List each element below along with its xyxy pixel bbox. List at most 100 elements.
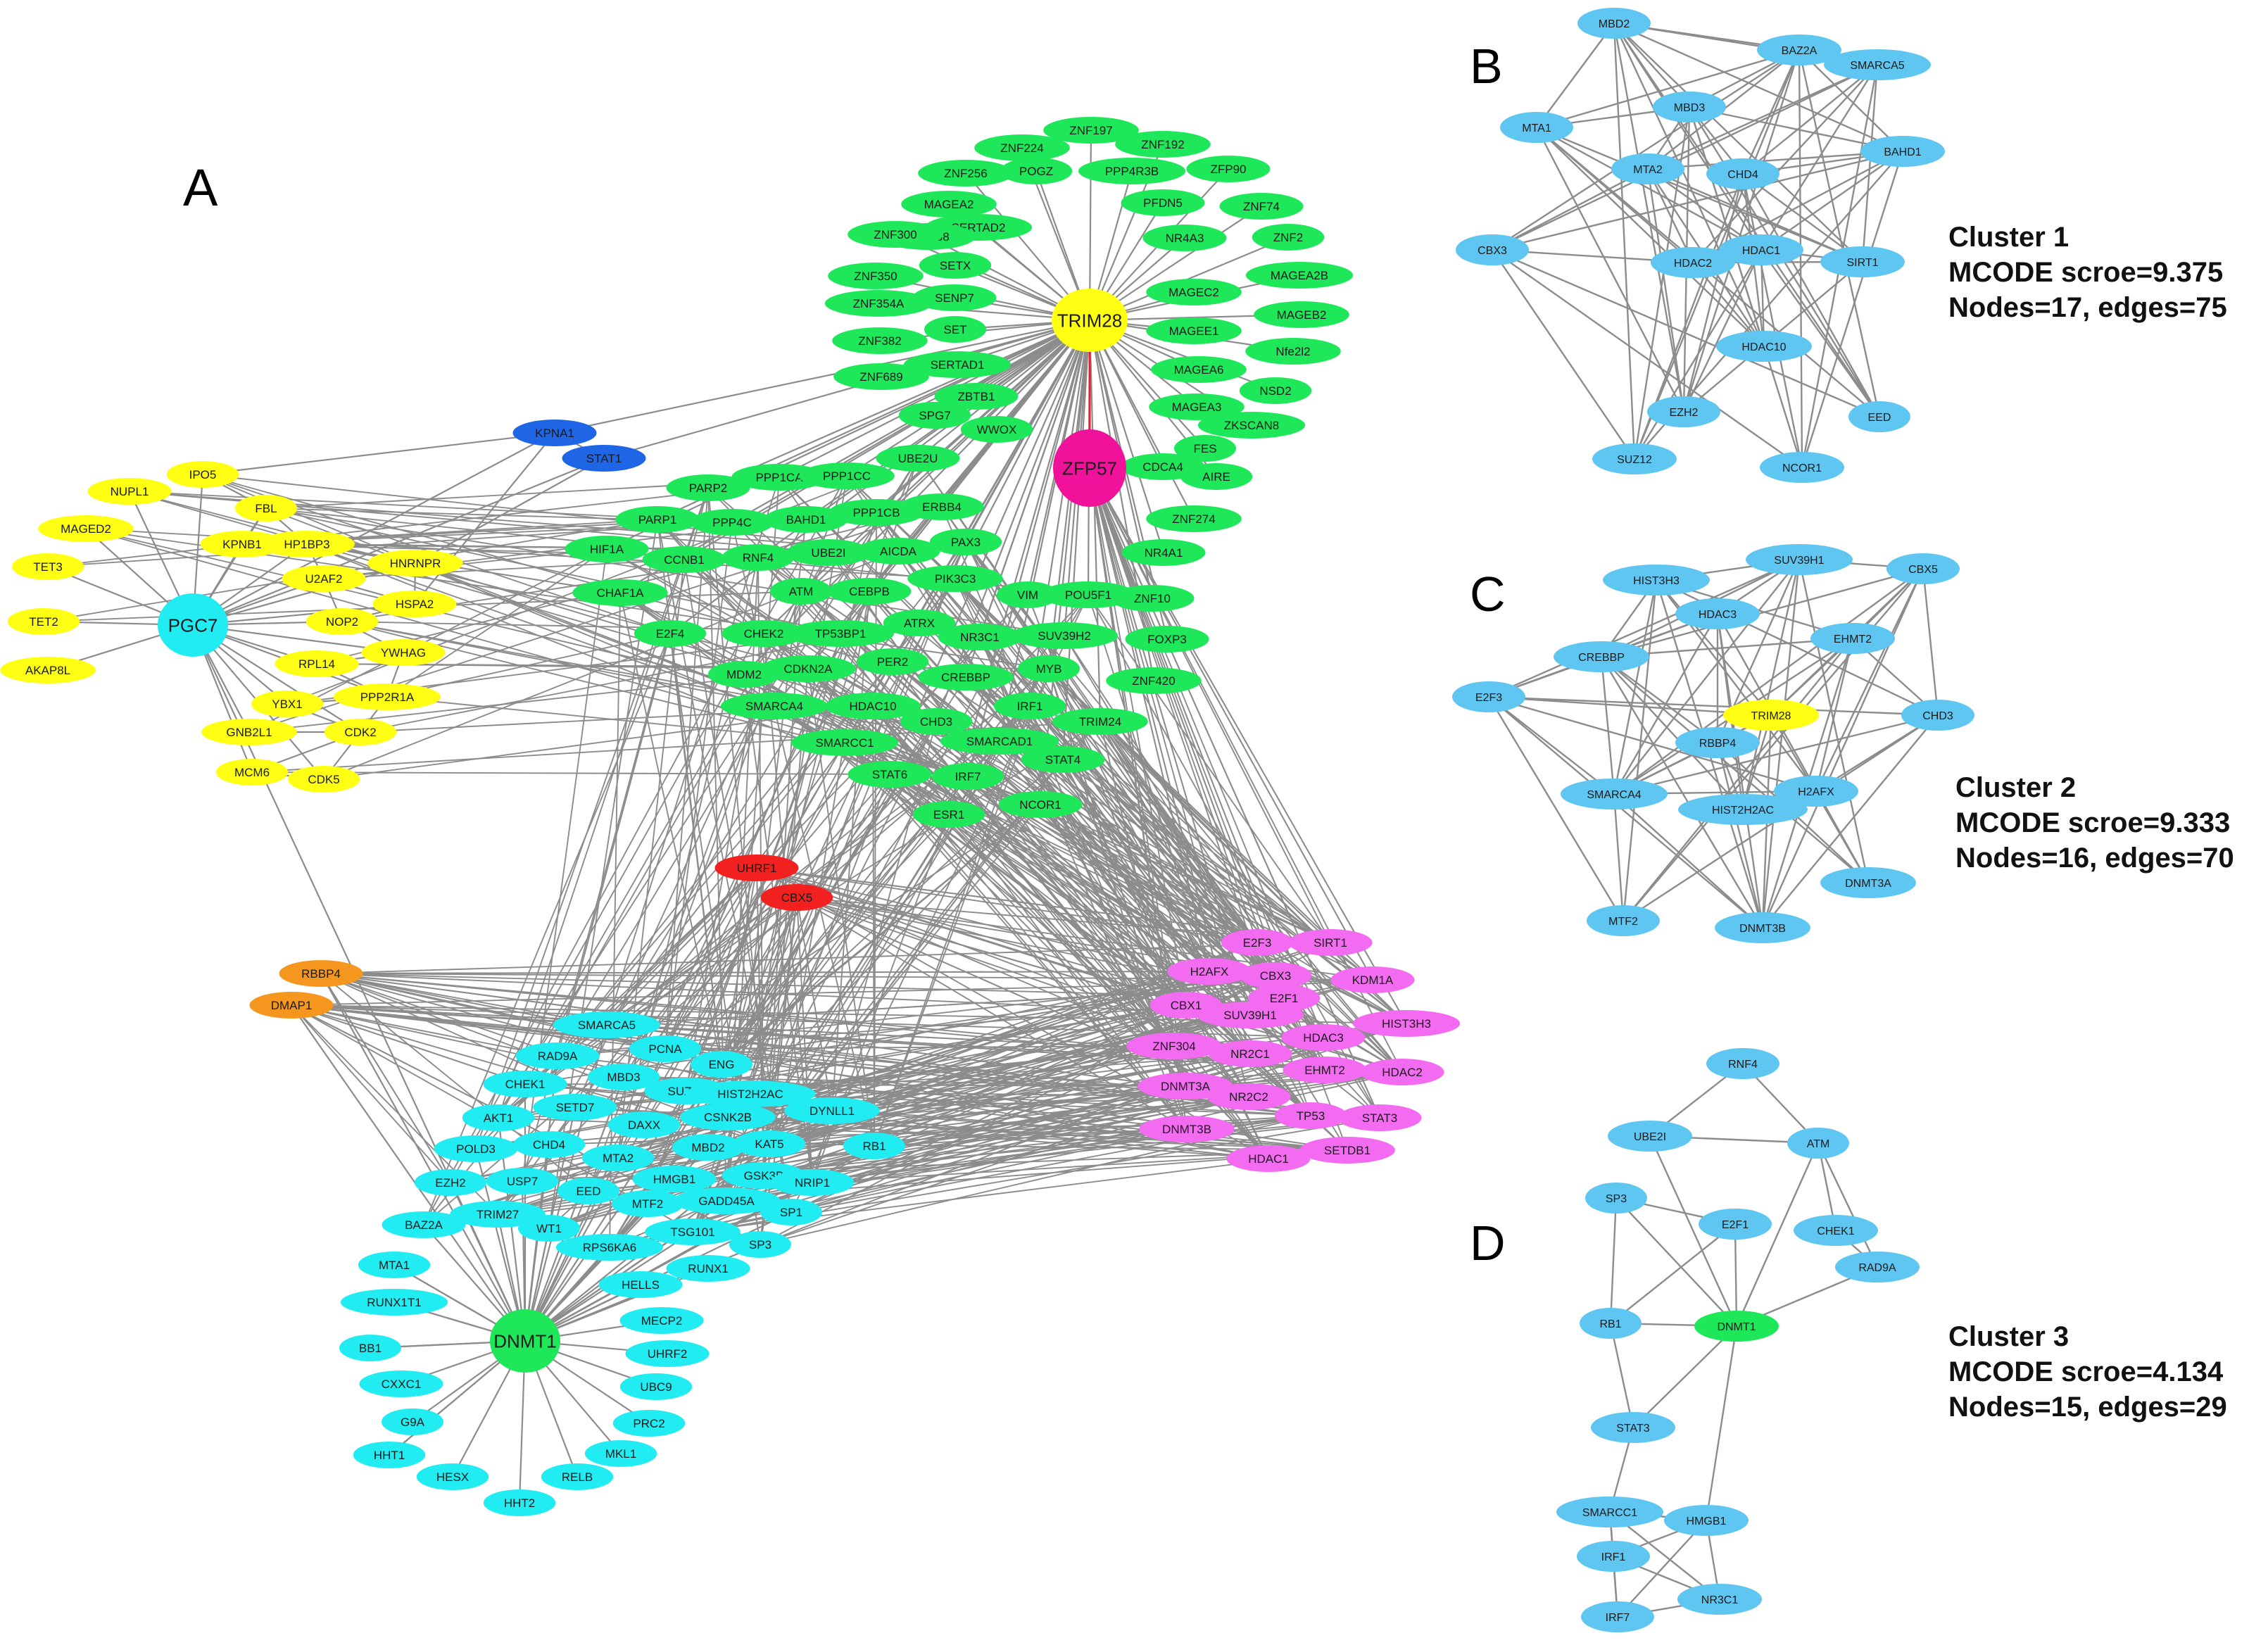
edge xyxy=(756,867,1331,943)
node-shape xyxy=(598,1271,683,1298)
node-mbd2-cluster1: MBD2 xyxy=(1577,8,1651,39)
cluster-edge xyxy=(1815,568,1924,792)
node-label: CEBPB xyxy=(849,585,890,598)
node-hdac1: HDAC1 xyxy=(1226,1145,1311,1172)
node-kpna1: KPNA1 xyxy=(512,420,597,446)
node-label: SMARCA4 xyxy=(1587,789,1641,801)
node-nr2c1: NR2C1 xyxy=(1208,1040,1292,1067)
node-per2: PER2 xyxy=(856,648,929,675)
node-label: E2F4 xyxy=(656,627,685,641)
node-label: YWHAG xyxy=(381,646,426,660)
node-label: TRIM24 xyxy=(1079,715,1121,729)
node-sp3-cluster3: SP3 xyxy=(1585,1183,1647,1214)
node-ywhag: YWHAG xyxy=(361,639,446,666)
node-shape xyxy=(883,610,956,636)
node-dnmt3b: DNMT3B xyxy=(1139,1116,1235,1142)
node-suv39h1: SUV39H1 xyxy=(1196,1002,1304,1028)
panel-b-letter: B xyxy=(1470,39,1503,94)
node-shape xyxy=(562,445,646,472)
node-shape xyxy=(611,1190,684,1217)
node-label: NR3C1 xyxy=(1701,1594,1739,1606)
node-label: SUV39H1 xyxy=(1774,555,1824,567)
node-label: UBE2I xyxy=(811,546,845,560)
cluster-2-title: Cluster 2 xyxy=(1955,772,2076,803)
node-label: HDAC3 xyxy=(1303,1031,1344,1045)
node-shape xyxy=(1245,262,1354,289)
node-znf274: ZNF274 xyxy=(1146,505,1242,532)
edge xyxy=(1088,594,1331,943)
node-label: HHT1 xyxy=(374,1449,405,1462)
node-shape xyxy=(1746,544,1853,575)
cluster-edge xyxy=(1649,1135,1738,1327)
node-label: DNMT3B xyxy=(1739,923,1786,935)
node-shape xyxy=(1139,1116,1235,1142)
cluster-edge xyxy=(1742,64,1878,175)
cluster-edge xyxy=(1492,249,1803,468)
node-label: ZNF354A xyxy=(853,297,905,310)
node-label: GNB2L1 xyxy=(226,726,272,739)
node-label: SPG7 xyxy=(919,409,950,422)
node-label: CHEK1 xyxy=(1817,1225,1854,1237)
node-label: TRIM28 xyxy=(1057,310,1122,331)
node-label: MAGEA6 xyxy=(1174,363,1224,377)
node-label: NOP2 xyxy=(326,615,358,629)
node-shape xyxy=(960,416,1033,443)
node-esr1: ESR1 xyxy=(912,801,985,828)
node-label: SETD7 xyxy=(556,1101,595,1114)
cluster-edge xyxy=(1613,23,1765,347)
node-shape xyxy=(565,536,649,562)
cluster-edge xyxy=(1492,63,1878,251)
node-shape xyxy=(832,327,928,354)
edge xyxy=(291,1004,1324,1038)
node-label: HSPA2 xyxy=(396,598,434,611)
node-tp53bp1: TP53BP1 xyxy=(786,620,895,647)
node-sp3: SP3 xyxy=(729,1231,791,1258)
node-shape xyxy=(324,719,397,745)
cluster-edge xyxy=(1613,793,1763,928)
node-shape xyxy=(843,1133,905,1159)
node-label: HMGB1 xyxy=(653,1173,695,1186)
node-hdac3-cluster2: HDAC3 xyxy=(1675,598,1760,629)
node-label: VIM xyxy=(1017,588,1038,602)
edge xyxy=(796,897,813,1183)
edge xyxy=(1089,467,1276,976)
node-label: TET2 xyxy=(29,615,58,629)
node-label: NR4A3 xyxy=(1166,232,1204,245)
node-shape xyxy=(1018,655,1080,682)
edge xyxy=(320,973,1251,1016)
node-label: AICDA xyxy=(880,545,917,558)
node-shape xyxy=(572,579,668,606)
edge xyxy=(869,591,1210,972)
node-ppp2r1a: PPP2R1A xyxy=(333,683,441,710)
node-shape xyxy=(158,593,228,657)
node-shape xyxy=(934,383,1019,410)
node-shape xyxy=(7,608,80,635)
node-znf350: ZNF350 xyxy=(828,263,924,289)
node-label: HIST2H2AC xyxy=(717,1088,783,1101)
node-label: EZH2 xyxy=(1670,407,1699,419)
edge xyxy=(844,742,1407,1024)
node-shape xyxy=(612,1410,686,1437)
node-label: MAGEA2 xyxy=(924,198,974,211)
node-label: HNRNPR xyxy=(390,557,441,570)
node-shape xyxy=(790,729,899,756)
node-trim27: TRIM27 xyxy=(450,1201,546,1228)
node-label: HIST2H2AC xyxy=(1712,805,1774,817)
node-label: ZNF304 xyxy=(1152,1040,1195,1053)
node-kpnb1: KPNB1 xyxy=(200,531,284,557)
node-shape xyxy=(414,1169,487,1196)
node-shape xyxy=(587,1064,660,1090)
cluster-edge xyxy=(1609,1323,1634,1428)
edge xyxy=(557,1055,1187,1130)
node-shape xyxy=(581,1145,655,1171)
node-rbbp4-cluster2: RBBP4 xyxy=(1675,727,1760,758)
node-shape xyxy=(1252,224,1325,251)
node-ezh2: EZH2 xyxy=(414,1169,487,1196)
node-label: PPP2R1A xyxy=(360,691,415,704)
cluster-edge xyxy=(1492,150,1903,251)
edge xyxy=(291,979,1373,1006)
edge xyxy=(386,633,671,698)
node-shape xyxy=(1221,929,1294,956)
cluster-edge xyxy=(1488,696,1615,795)
cluster-edge xyxy=(1815,638,1854,792)
